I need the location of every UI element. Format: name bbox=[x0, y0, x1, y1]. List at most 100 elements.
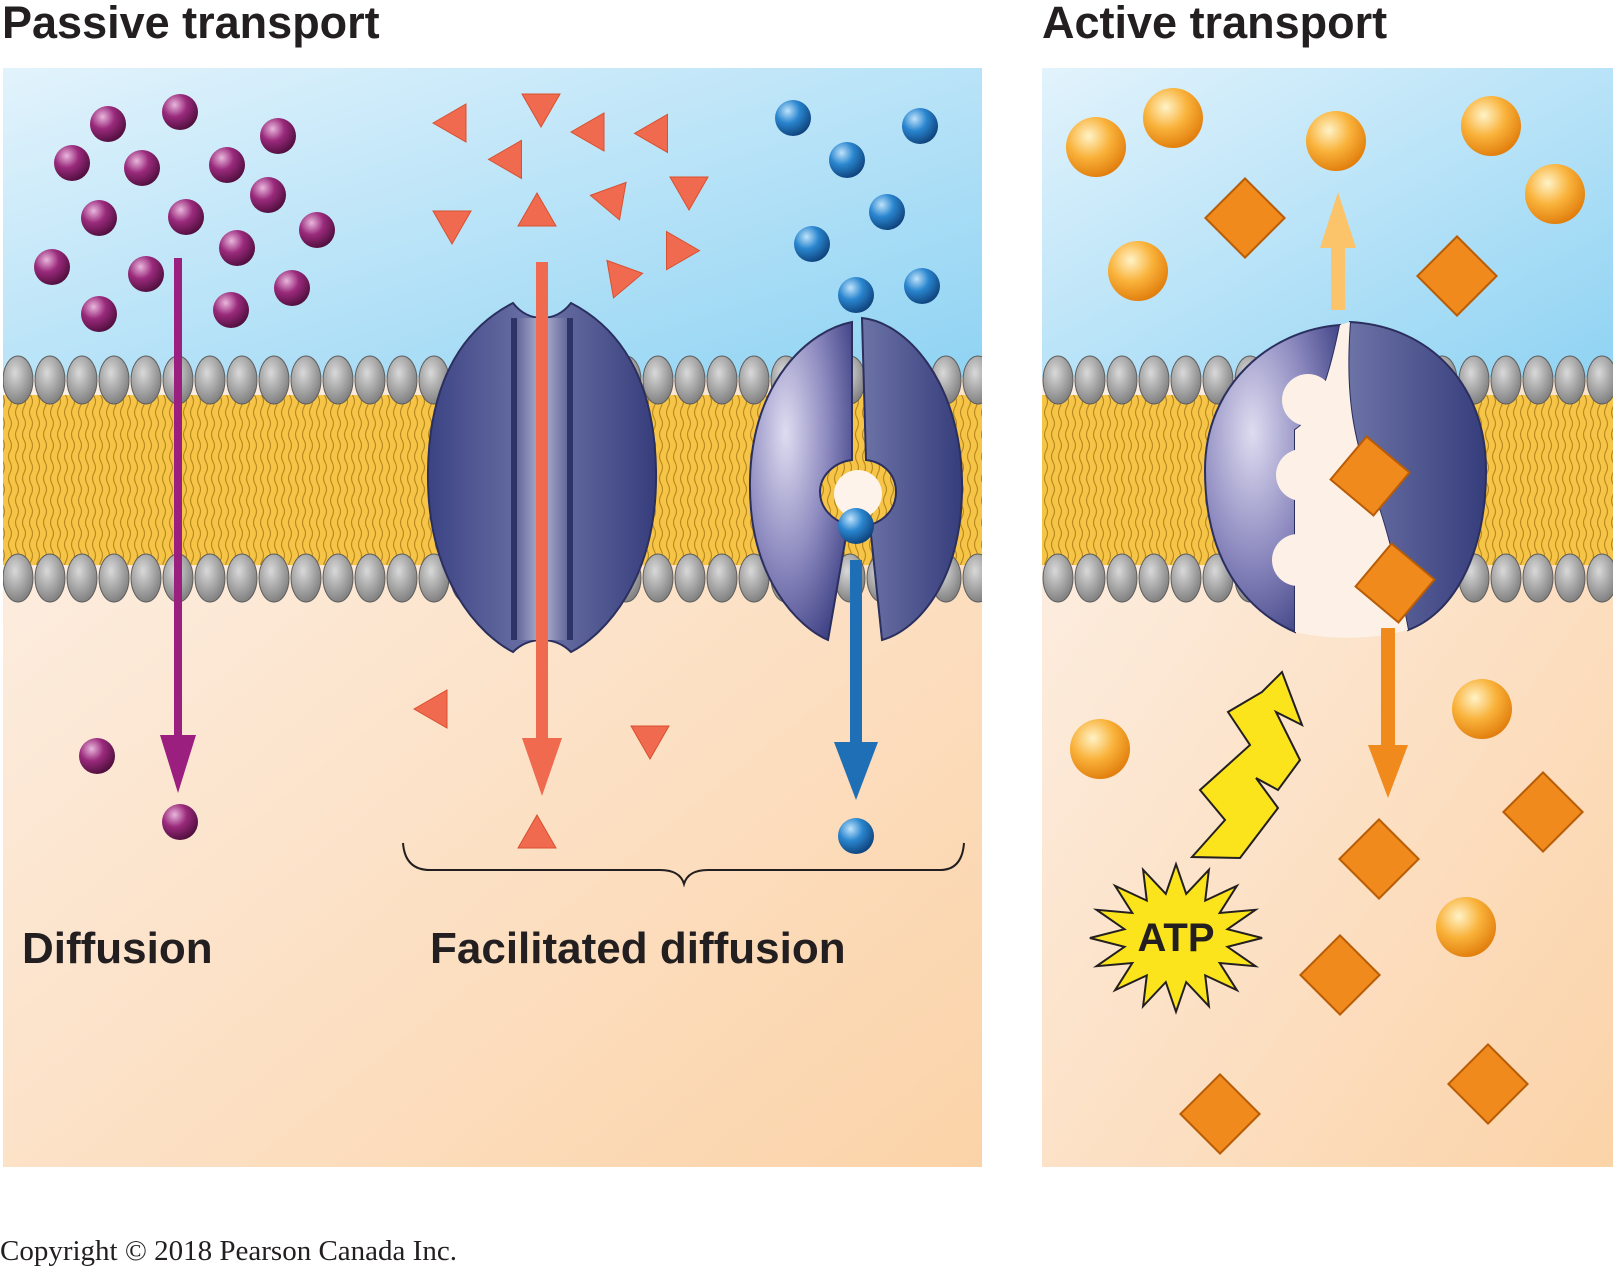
passive-panel: Diffusion Facilitated diffusion bbox=[3, 68, 982, 1167]
atp-burst bbox=[1089, 861, 1263, 1015]
channel-protein bbox=[426, 301, 658, 654]
phospholipid-head bbox=[290, 553, 322, 603]
orange-sphere bbox=[1066, 117, 1126, 177]
phospholipid-head bbox=[354, 553, 386, 603]
phospholipid-head bbox=[1586, 355, 1613, 405]
diffusion-particle bbox=[299, 212, 335, 248]
diffusion-particle bbox=[128, 256, 164, 292]
phospholipid-head bbox=[1042, 553, 1074, 603]
diffusion-particle bbox=[124, 150, 160, 186]
diffusion-arrow bbox=[160, 258, 196, 793]
phospholipid-head bbox=[706, 553, 738, 603]
orange-cube bbox=[1415, 234, 1499, 318]
diffusion-particle bbox=[274, 270, 310, 306]
orange-sphere bbox=[1108, 241, 1168, 301]
phospholipid-head bbox=[1490, 553, 1522, 603]
diffusion-particle bbox=[81, 200, 117, 236]
phospholipid-head bbox=[290, 355, 322, 405]
phospholipid-head bbox=[1042, 355, 1074, 405]
triangle-solute bbox=[432, 210, 472, 246]
carrier-solute bbox=[904, 268, 940, 304]
copyright-notice: Copyright © 2018 Pearson Canada Inc. bbox=[0, 1235, 457, 1267]
phospholipid-head bbox=[1586, 553, 1613, 603]
atp-label: ATP bbox=[1137, 916, 1214, 960]
active-cubes bbox=[1178, 176, 1585, 1156]
phospholipid-head bbox=[3, 553, 34, 603]
triangle-solute bbox=[412, 689, 448, 729]
phospholipid-head bbox=[258, 355, 290, 405]
phospholipid-head bbox=[706, 355, 738, 405]
phospholipid-head bbox=[642, 355, 674, 405]
triangle-solute bbox=[669, 176, 709, 212]
diffusion-particle bbox=[34, 249, 70, 285]
diffusion-particle bbox=[90, 106, 126, 142]
phospholipid-head bbox=[1074, 553, 1106, 603]
orange-cube bbox=[1354, 542, 1436, 624]
orange-sphere bbox=[1452, 679, 1512, 739]
carrier-solute bbox=[838, 277, 874, 313]
phospholipid-head bbox=[1138, 355, 1170, 405]
diffusion-particle bbox=[162, 94, 198, 130]
diffusion-particle bbox=[209, 147, 245, 183]
triangle-solute bbox=[517, 813, 557, 849]
diffusion-particle bbox=[162, 804, 198, 840]
channel-solutes bbox=[412, 93, 709, 849]
phospholipid-head bbox=[962, 355, 982, 405]
diffusion-particle bbox=[250, 177, 286, 213]
carrier-arrow-facilitated bbox=[834, 560, 878, 800]
carrier-solute bbox=[869, 194, 905, 230]
diffusion-particle bbox=[79, 738, 115, 774]
phospholipid-head bbox=[194, 355, 226, 405]
phospholipid-head bbox=[1170, 553, 1202, 603]
phospholipid-head bbox=[386, 355, 418, 405]
carrier-solute bbox=[838, 818, 874, 854]
phospholipid-head bbox=[1074, 355, 1106, 405]
passive-transport-heading: Passive transport bbox=[2, 0, 380, 48]
diffusion-label: Diffusion bbox=[22, 924, 213, 973]
orange-cube bbox=[1203, 176, 1287, 260]
triangle-solute bbox=[487, 139, 523, 180]
triangle-solute bbox=[517, 191, 557, 227]
phospholipid-head bbox=[674, 355, 706, 405]
phospholipid-head bbox=[130, 355, 162, 405]
carrier-solute bbox=[775, 100, 811, 136]
orange-cube bbox=[1329, 435, 1411, 517]
orange-sphere bbox=[1070, 719, 1130, 779]
triangle-solute bbox=[665, 230, 701, 271]
phospholipid-head bbox=[674, 553, 706, 603]
phospholipid-head bbox=[354, 355, 386, 405]
triangle-solute bbox=[521, 93, 561, 129]
diffusion-particle bbox=[260, 118, 296, 154]
phospholipid-head bbox=[322, 553, 354, 603]
phospholipid-head bbox=[1554, 553, 1586, 603]
triangle-solute bbox=[606, 259, 644, 299]
facilitated-diffusion-label: Facilitated diffusion bbox=[430, 924, 846, 973]
carrier-solute bbox=[838, 508, 874, 544]
phospholipid-head bbox=[3, 355, 34, 405]
phospholipid-head bbox=[1554, 355, 1586, 405]
phospholipid-head bbox=[226, 355, 258, 405]
carrier-solutes bbox=[775, 100, 940, 854]
phospholipid-head bbox=[1490, 355, 1522, 405]
phospholipid-head bbox=[98, 355, 130, 405]
triangle-solute bbox=[633, 113, 669, 154]
phospholipid-head bbox=[1138, 553, 1170, 603]
orange-cube bbox=[1178, 1072, 1262, 1156]
phospholipid-head bbox=[130, 553, 162, 603]
orange-cube bbox=[1337, 817, 1421, 901]
orange-sphere bbox=[1525, 164, 1585, 224]
orange-cube bbox=[1298, 933, 1382, 1017]
orange-sphere bbox=[1436, 897, 1496, 957]
pump-exit-arrow bbox=[1320, 192, 1356, 310]
phospholipid-head bbox=[1106, 355, 1138, 405]
phospholipid-head bbox=[34, 553, 66, 603]
channel-arrow bbox=[522, 262, 562, 796]
diffusion-particle bbox=[213, 292, 249, 328]
diffusion-particle bbox=[168, 199, 204, 235]
phospholipid-head bbox=[194, 553, 226, 603]
phospholipid-head bbox=[1202, 355, 1234, 405]
phospholipid-head bbox=[1106, 553, 1138, 603]
orange-cube bbox=[1501, 770, 1585, 854]
phospholipid-head bbox=[66, 355, 98, 405]
phospholipid-head bbox=[258, 553, 290, 603]
